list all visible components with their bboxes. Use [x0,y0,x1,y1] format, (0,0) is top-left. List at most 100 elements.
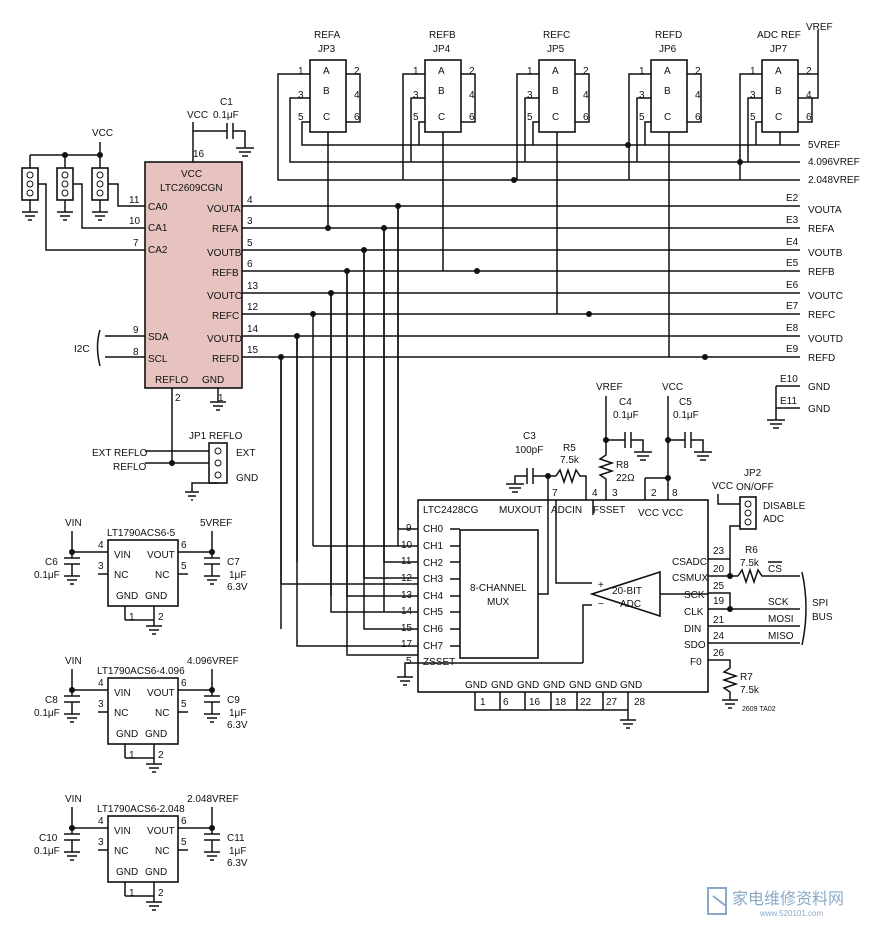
pin-number: 7 [133,238,139,249]
svg-text:VIN: VIN [114,688,131,699]
svg-text:1: 1 [129,612,135,623]
svg-text:VOUTC: VOUTC [808,291,843,302]
pin-number: 1 [413,66,419,77]
svg-text:13: 13 [401,590,413,601]
svg-text:GND: GND [808,404,830,415]
pin-number: 5 [639,112,645,123]
jumper-jp7[interactable]: A B C 1 2 3 4 5 6 [750,59,812,133]
svg-text:24: 24 [713,631,725,642]
adc-pin-label: ADCIN [551,505,582,516]
svg-text:3: 3 [98,699,104,710]
pin-number: 1 [298,66,304,77]
pin-number: 2 [695,66,701,77]
adc-gnd-labels: GND GND GND GND GND GND GND 1 6 16 18 22… [465,680,646,708]
pin-number: 9 [133,325,139,336]
ref-jumper-drops [327,132,781,357]
dac-pin-label: REFB [212,268,239,279]
pin-number: 3 [527,90,533,101]
dac-vcc-label: VCC [181,169,202,180]
svg-text:E2: E2 [786,193,799,204]
rail-4096vref: 4.096VREF [808,157,860,168]
jumper-jp2[interactable] [739,496,757,530]
c5-name: C5 [679,397,692,408]
pin-number: 2 [806,66,812,77]
svg-text:CH2: CH2 [423,558,443,569]
svg-text:3: 3 [98,561,104,572]
pin-number: 6 [695,112,701,123]
jumper-letter: B [775,86,782,97]
ref-cin-value: 0.1μF [34,708,60,719]
c3-value: 100pF [515,445,543,456]
spi-bus-label: SPI [812,598,828,609]
adc-part-name: LTC2428CG [423,505,479,516]
ref-output-label: 2.048VREF [187,794,239,805]
svg-text:14: 14 [401,606,413,617]
c1-name: C1 [220,97,233,108]
svg-text:E3: E3 [786,215,799,226]
jp3-top-label: REFA [314,30,340,41]
jumper-letter: C [775,112,782,123]
svg-text:22: 22 [580,697,592,708]
jumper-jp4[interactable]: A B C 1 2 3 4 5 6 [413,59,475,133]
watermark-text: 家电维修资料网 [732,890,844,908]
svg-text:10: 10 [401,540,413,551]
pin-number: 5 [247,238,253,249]
jumper-jp5[interactable]: A B C 1 2 3 4 5 6 [527,59,589,133]
pin-number: 2 [469,66,475,77]
ref-output-label: 5VREF [200,518,232,529]
jp6-label: JP6 [659,44,677,55]
pin-number: 1 [218,393,224,404]
figure-id: 2609 TA02 [742,706,776,713]
pin-number: 4 [583,90,589,101]
jp3-label: JP3 [318,44,336,55]
svg-text:NC: NC [155,570,169,581]
svg-text:REFC: REFC [808,310,835,321]
svg-text:6: 6 [181,540,187,551]
pin-number: 12 [247,302,259,313]
jp5-label: JP5 [547,44,565,55]
ref-cout-name: C9 [227,695,240,706]
svg-text:DIN: DIN [684,624,701,635]
adc-right-wires [708,525,800,709]
ref-cin-name: C10 [39,833,58,844]
jumper-letter: B [323,86,330,97]
jumper-jp1[interactable] [208,442,228,484]
ref-cout-name: C11 [227,833,245,844]
svg-text:VOUTB: VOUTB [808,248,843,259]
svg-text:SCK: SCK [684,590,705,601]
jumper-jp3[interactable]: A B C 1 2 3 4 5 6 [298,59,360,133]
pin-number: 6 [247,259,253,270]
svg-text:CH4: CH4 [423,591,443,602]
dac-pin-label: CA0 [148,202,168,213]
pin-number: 13 [247,281,259,292]
svg-text:4: 4 [98,816,104,827]
ref-output-label: 4.096VREF [187,656,239,667]
ref-cin-name: C8 [45,695,58,706]
svg-text:1: 1 [129,750,135,761]
dac-pin-label: GND [202,375,224,386]
jumper-jp6[interactable]: A B C 1 2 3 4 5 6 [639,59,701,133]
c4-name: C4 [619,397,632,408]
address-jumper-wires [22,142,145,251]
jp2-disable-label: ADC [763,514,784,525]
pin-number: 3 [750,90,756,101]
c4-value: 0.1μF [613,410,639,421]
pin-number: 4 [806,90,812,101]
dac-pin-label: VOUTC [207,291,242,302]
dac-pin-label: REFC [212,311,239,322]
jumper-letter: A [323,66,330,77]
jumper-letter: A [664,66,671,77]
svg-text:6: 6 [181,678,187,689]
dac-pin-label: SCL [148,354,168,365]
c3-name: C3 [523,431,536,442]
spi-brace [801,571,807,646]
pin-number: 10 [129,216,141,227]
dac-pin-label: SDA [148,332,169,343]
svg-text:15: 15 [401,623,413,634]
svg-text:GND: GND [145,729,167,740]
ref-vin-label: VIN [65,794,82,805]
address-jumpers[interactable] [21,167,109,201]
svg-text:NC: NC [114,570,128,581]
svg-text:11: 11 [401,556,412,567]
svg-text:12: 12 [401,573,413,584]
